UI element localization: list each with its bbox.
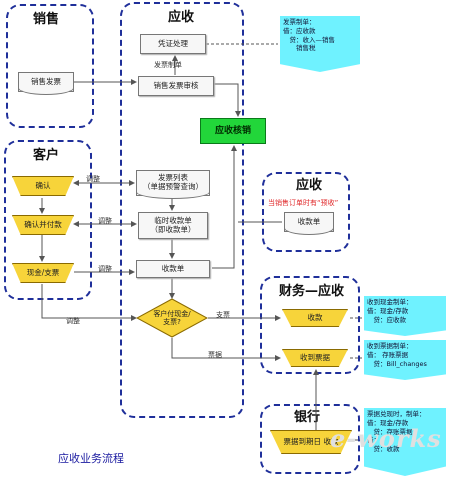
check-label: 支票: [216, 311, 230, 319]
lane-customer-title: 客户: [33, 148, 60, 163]
receipt-b-doc[interactable]: 收款单: [284, 212, 334, 235]
adjust-label-4: 调整: [66, 317, 80, 325]
cash-check-decision[interactable]: 客户付现金/ 支票?: [136, 298, 208, 338]
note-bill-redeem: 票据兑现时，制单： 借：现金/存款 贷：存账票据 借： 贷：收款: [364, 408, 446, 476]
cash-check-node[interactable]: 现金/支票: [12, 263, 74, 283]
adjust-label-1: 调整: [86, 175, 100, 183]
lane-bank: [260, 404, 360, 474]
order-prepay-note: 当销售订单时有“预收”: [268, 199, 339, 207]
temp-receipt-node[interactable]: 临时收款单 （即收款单）: [138, 212, 208, 239]
invoice-list-doc[interactable]: 发票列表 （单据预警查询）: [136, 170, 210, 199]
lane-sales-title: 销售: [33, 12, 60, 27]
lane-receivable-title: 应收: [168, 10, 195, 25]
confirm-pay-node[interactable]: 确认并付款: [12, 215, 74, 235]
lane-sales: [6, 4, 94, 128]
decision-diamond-shape: [136, 298, 208, 338]
e-works-watermark: e-works: [330, 424, 442, 453]
lane-receivable-b: [262, 172, 350, 252]
sales-invoice-doc[interactable]: 销售发票: [18, 72, 74, 95]
receipt-node[interactable]: 收款单: [136, 260, 210, 278]
note-cash-received: 收到现金制单： 借：现金/存款 贷：应收款: [364, 296, 446, 336]
lane-customer: [4, 140, 92, 300]
voucher-process-node[interactable]: 凭证处理: [140, 34, 206, 54]
lane-bank-title: 银行: [294, 410, 321, 425]
diagram-caption: 应收业务流程: [58, 452, 124, 465]
lane-finance-title: 财务—应收: [279, 284, 345, 299]
adjust-label-3: 调整: [98, 265, 112, 273]
invoice-make-label: 发票制单: [154, 61, 182, 69]
note-invoice-make: 发票制单： 借：应收款 贷：收入—销售 销售税: [280, 16, 360, 72]
collect-node[interactable]: 收款: [282, 309, 348, 327]
note-bill-received: 收到票据制单： 借： 存账票据 贷：Bill_changes: [364, 340, 446, 380]
lane-receivable-b-title: 应收: [296, 178, 323, 193]
confirm-node[interactable]: 确认: [12, 176, 74, 196]
ar-verify-node[interactable]: 应收核销: [200, 118, 266, 144]
receive-bill-node[interactable]: 收到票据: [282, 349, 348, 367]
adjust-label-2: 调整: [98, 217, 112, 225]
invoice-review-node[interactable]: 销售发票审核: [138, 76, 214, 96]
lane-finance: [260, 276, 360, 374]
lane-receivable: [120, 2, 244, 418]
bill-due-node[interactable]: 票据到期日 收款: [270, 430, 352, 454]
bill-label: 票据: [208, 351, 222, 359]
